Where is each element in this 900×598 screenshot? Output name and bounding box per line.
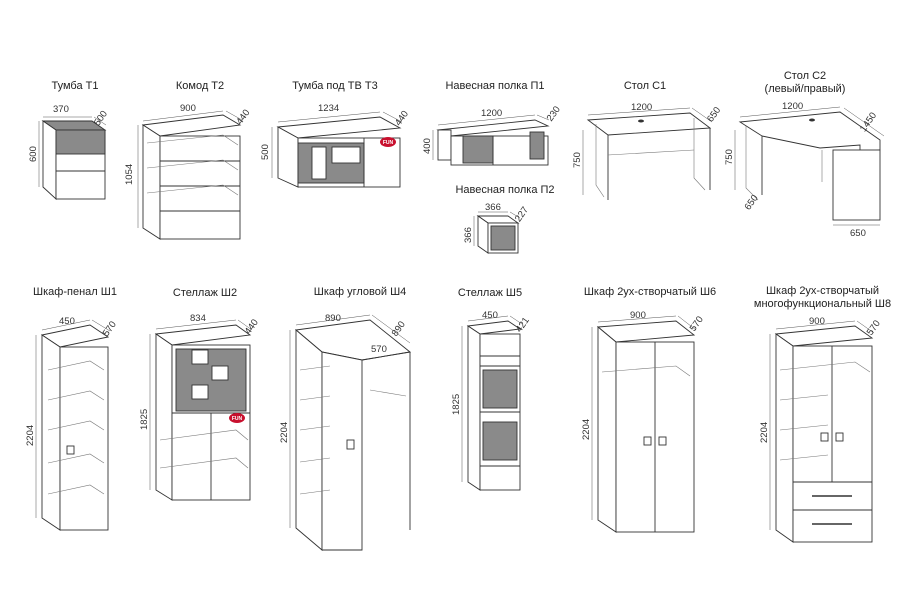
dim-sh4-w: 890 xyxy=(325,313,341,324)
drawing-c1: 1200 650 750 xyxy=(572,102,723,200)
dim-t2-w: 900 xyxy=(180,103,196,114)
dim-t2-h: 1054 xyxy=(124,164,135,185)
title-c1: Стол С1 xyxy=(623,80,667,92)
drawing-sh5: 450 421 1825 xyxy=(451,310,532,491)
dim-t3-h: 500 xyxy=(260,144,271,160)
drawing-p1: 1200 230 400 xyxy=(422,104,563,166)
dim-sh8-h: 2204 xyxy=(759,422,770,443)
title-c2-line1: Стол С2 xyxy=(783,70,827,82)
dim-sh5-w: 450 xyxy=(482,310,498,321)
drawing-sh4: 890 890 570 2204 xyxy=(279,313,412,551)
title-p2: Навесная полка П2 xyxy=(455,184,555,196)
drawing-c2: 1200 1450 750 650 650 xyxy=(724,101,885,239)
title-sh8-line1: Шкаф 2ух-створчатый xyxy=(765,285,880,297)
dim-p2-h: 366 xyxy=(463,227,474,243)
cable-hole-icon xyxy=(638,119,644,123)
dim-sh6-d: 570 xyxy=(688,314,706,333)
dim-c1-w: 1200 xyxy=(631,102,652,113)
dim-p2-w: 366 xyxy=(485,202,501,213)
drawing-sh2: FUN 834 440 1825 xyxy=(139,313,261,501)
title-p1: Навесная полка П1 xyxy=(445,80,545,92)
dim-sh4-d: 890 xyxy=(390,319,408,338)
title-sh1: Шкаф-пенал Ш1 xyxy=(33,286,117,298)
dim-p1-w: 1200 xyxy=(481,108,502,119)
drawing-sh6: 900 570 2204 xyxy=(581,310,706,533)
dim-sh5-d: 421 xyxy=(514,315,532,334)
dim-sh4-d2: 570 xyxy=(371,344,387,355)
title-sh4: Шкаф угловой Ш4 xyxy=(313,286,407,298)
badge-sh2: FUN xyxy=(232,416,243,422)
dim-t3-w: 1234 xyxy=(318,103,339,114)
title-t3: Тумба под ТВ Т3 xyxy=(292,80,378,92)
dim-sh8-w: 900 xyxy=(809,316,825,327)
title-c2-line2: (левый/правый) xyxy=(764,83,846,95)
title-t1: Тумба Т1 xyxy=(51,80,99,92)
dim-c2-d2: 650 xyxy=(743,193,761,212)
dim-c1-h: 750 xyxy=(572,152,583,168)
dim-sh2-w: 834 xyxy=(190,313,206,324)
title-t2: Комод Т2 xyxy=(175,80,225,92)
drawing-sh8: 900 570 2204 xyxy=(759,316,883,543)
dim-sh1-h: 2204 xyxy=(25,425,36,446)
dim-c2-h: 750 xyxy=(724,149,735,165)
badge-t3: FUN xyxy=(383,140,394,146)
drawing-t2: 900 440 1054 xyxy=(124,103,252,240)
dim-t1-h: 600 xyxy=(28,146,39,162)
dim-p1-d: 230 xyxy=(545,104,563,123)
fun-badge-icon xyxy=(229,413,245,423)
dim-sh6-w: 900 xyxy=(630,310,646,321)
title-sh8-line2: многофункциональный Ш8 xyxy=(753,298,892,310)
drawing-sh1: 450 570 2204 xyxy=(25,316,119,531)
dim-sh1-w: 450 xyxy=(59,316,75,327)
dim-c1-d: 650 xyxy=(705,105,723,124)
dim-sh5-h: 1825 xyxy=(451,394,462,415)
dim-sh2-h: 1825 xyxy=(139,409,150,430)
dim-p1-h: 400 xyxy=(422,138,433,154)
dim-c2-d3: 650 xyxy=(850,228,866,239)
cable-hole-icon xyxy=(809,118,815,122)
dim-sh6-h: 2204 xyxy=(581,419,592,440)
title-sh2: Стеллаж Ш2 xyxy=(172,287,238,299)
drawing-t1: 370 500 600 xyxy=(28,104,110,201)
drawing-t3: FUN 1234 440 500 xyxy=(260,103,411,188)
title-sh5: Стеллаж Ш5 xyxy=(457,287,523,299)
dim-sh4-h: 2204 xyxy=(279,422,290,443)
dim-t1-w: 370 xyxy=(53,104,69,115)
fun-badge-icon xyxy=(380,137,396,147)
dim-c2-w: 1200 xyxy=(782,101,803,112)
drawing-p2: 366 227 366 xyxy=(463,202,531,254)
title-sh6: Шкаф 2ух-створчатый Ш6 xyxy=(583,286,717,298)
